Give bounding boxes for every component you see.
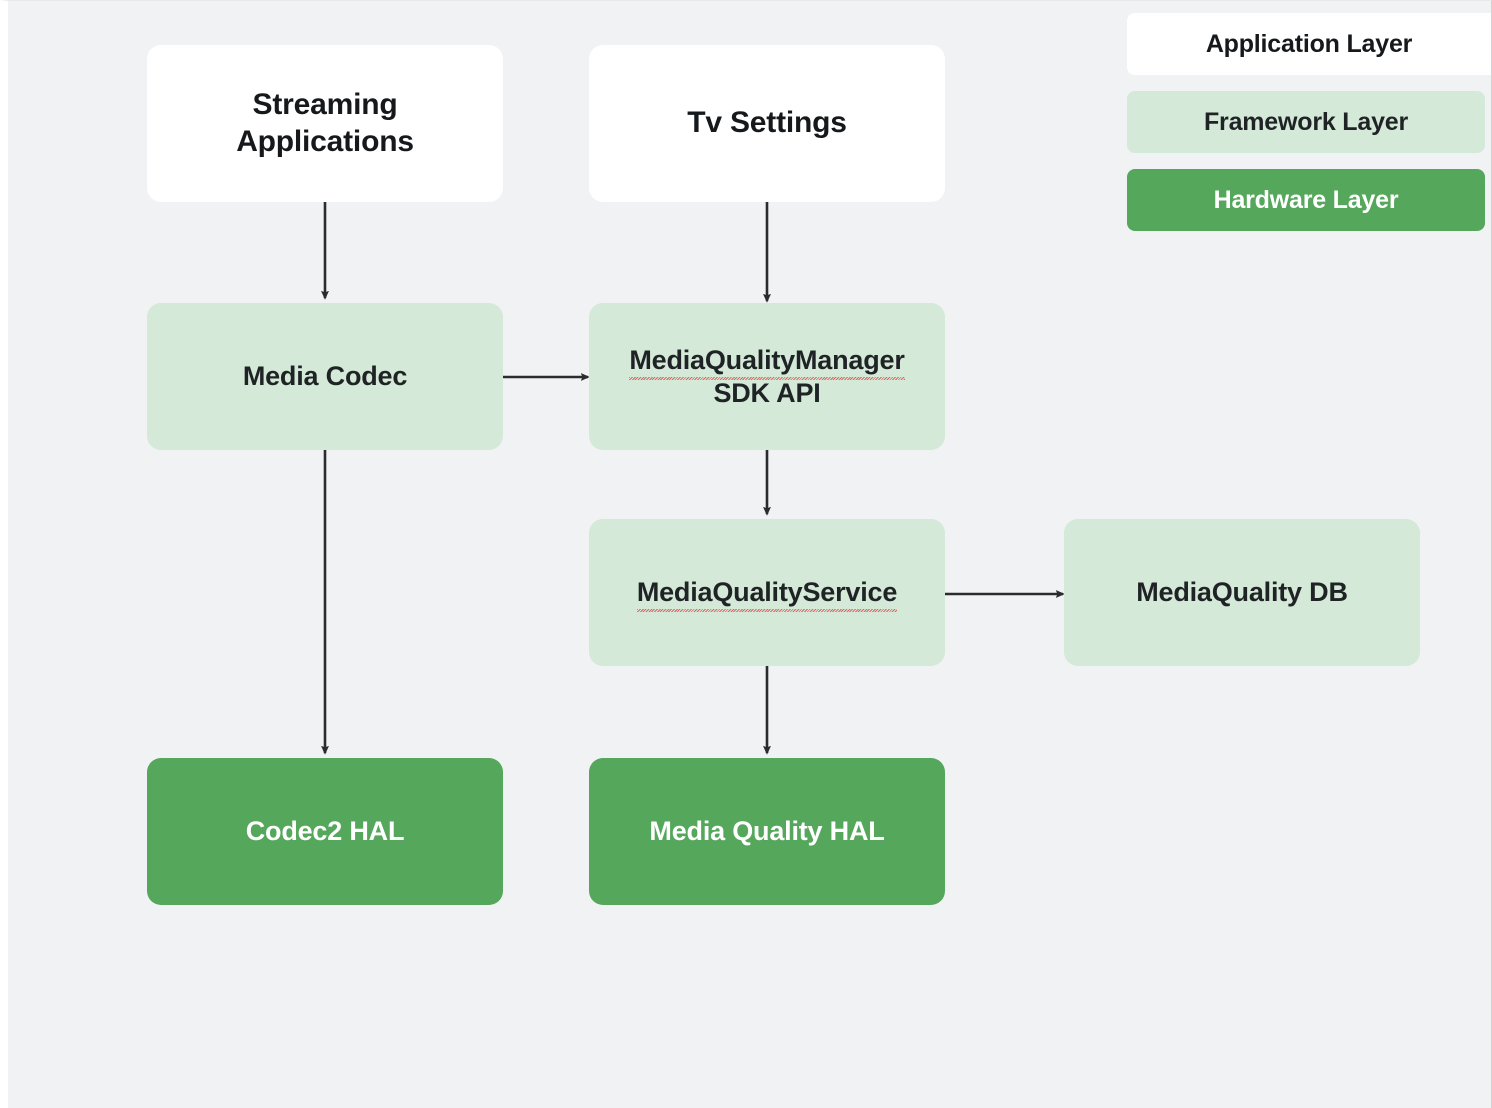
legend-item-application-layer-label: Application Layer [1205,29,1413,58]
legend-item-application-layer[interactable]: Application Layer [1127,13,1491,75]
node-media-codec-label: Media Codec [242,361,408,392]
node-sdk-api-line2: SDK API [713,377,821,408]
node-streaming-applications-line2: Applications [236,124,414,158]
node-media-quality-hal[interactable]: Media Quality HAL [589,758,945,905]
node-streaming-applications-line1: Streaming [252,87,398,121]
node-tv-settings[interactable]: Tv Settings [589,45,945,202]
node-codec2-hal[interactable]: Codec2 HAL [147,758,503,905]
node-tv-settings-label: Tv Settings [687,106,847,140]
node-sdk-api-line1: MediaQualityManager [629,344,905,380]
legend-item-hardware-layer-label: Hardware Layer [1213,185,1399,214]
node-media-codec[interactable]: Media Codec [147,303,503,450]
node-media-quality-manager-sdk-api[interactable]: MediaQualityManager SDK API [589,303,945,450]
node-media-quality-hal-label: Media Quality HAL [649,816,885,847]
legend: Application Layer Framework Layer Hardwa… [1127,13,1491,231]
node-media-quality-db[interactable]: MediaQuality DB [1064,519,1420,666]
node-media-quality-service-label: MediaQualityService [636,577,898,612]
node-streaming-applications[interactable]: Streaming Applications [147,45,503,202]
node-codec2-hal-label: Codec2 HAL [245,816,405,847]
node-media-quality-db-label: MediaQuality DB [1136,577,1348,608]
legend-item-framework-layer-label: Framework Layer [1203,107,1409,136]
node-media-quality-service[interactable]: MediaQualityService [589,519,945,666]
legend-item-framework-layer[interactable]: Framework Layer [1127,91,1485,153]
legend-item-hardware-layer[interactable]: Hardware Layer [1127,169,1485,231]
